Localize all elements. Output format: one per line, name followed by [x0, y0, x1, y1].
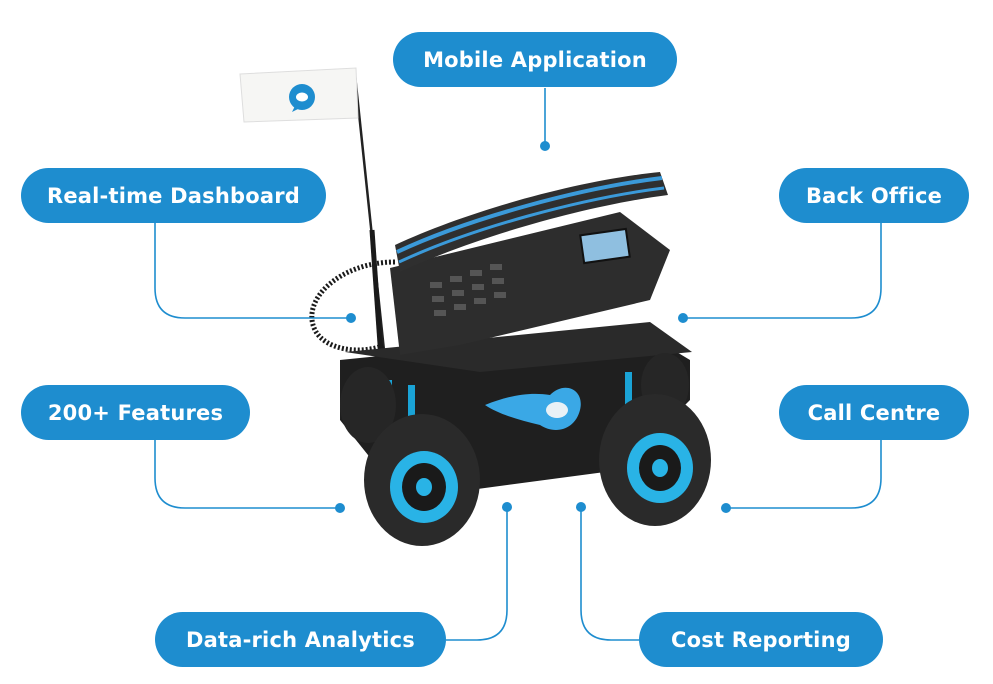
front-right-wheel-icon — [599, 394, 711, 526]
feature-pill-200-features[interactable]: 200+ Features — [21, 385, 250, 440]
feature-pill-call-centre[interactable]: Call Centre — [779, 385, 969, 440]
connector-dot-cost-reporting — [576, 502, 586, 512]
connector-dot-real-time-dashboard — [346, 313, 356, 323]
feature-pill-back-office[interactable]: Back Office — [779, 168, 969, 223]
connector-dot-mobile-application — [540, 141, 550, 151]
connector-dot-call-centre — [721, 503, 731, 513]
feature-pill-real-time-dashboard[interactable]: Real-time Dashboard — [21, 168, 326, 223]
connector-dot-data-rich-analytics — [502, 502, 512, 512]
feature-pill-data-rich-analytics[interactable]: Data-rich Analytics — [155, 612, 446, 667]
connector-dot-back-office — [678, 313, 688, 323]
connector-dot-features-200 — [335, 503, 345, 513]
front-left-wheel-icon — [364, 414, 480, 546]
feature-pill-mobile-application[interactable]: Mobile Application — [393, 32, 677, 87]
flame-cloud-logo-icon — [485, 387, 581, 430]
feature-pill-cost-reporting[interactable]: Cost Reporting — [639, 612, 883, 667]
